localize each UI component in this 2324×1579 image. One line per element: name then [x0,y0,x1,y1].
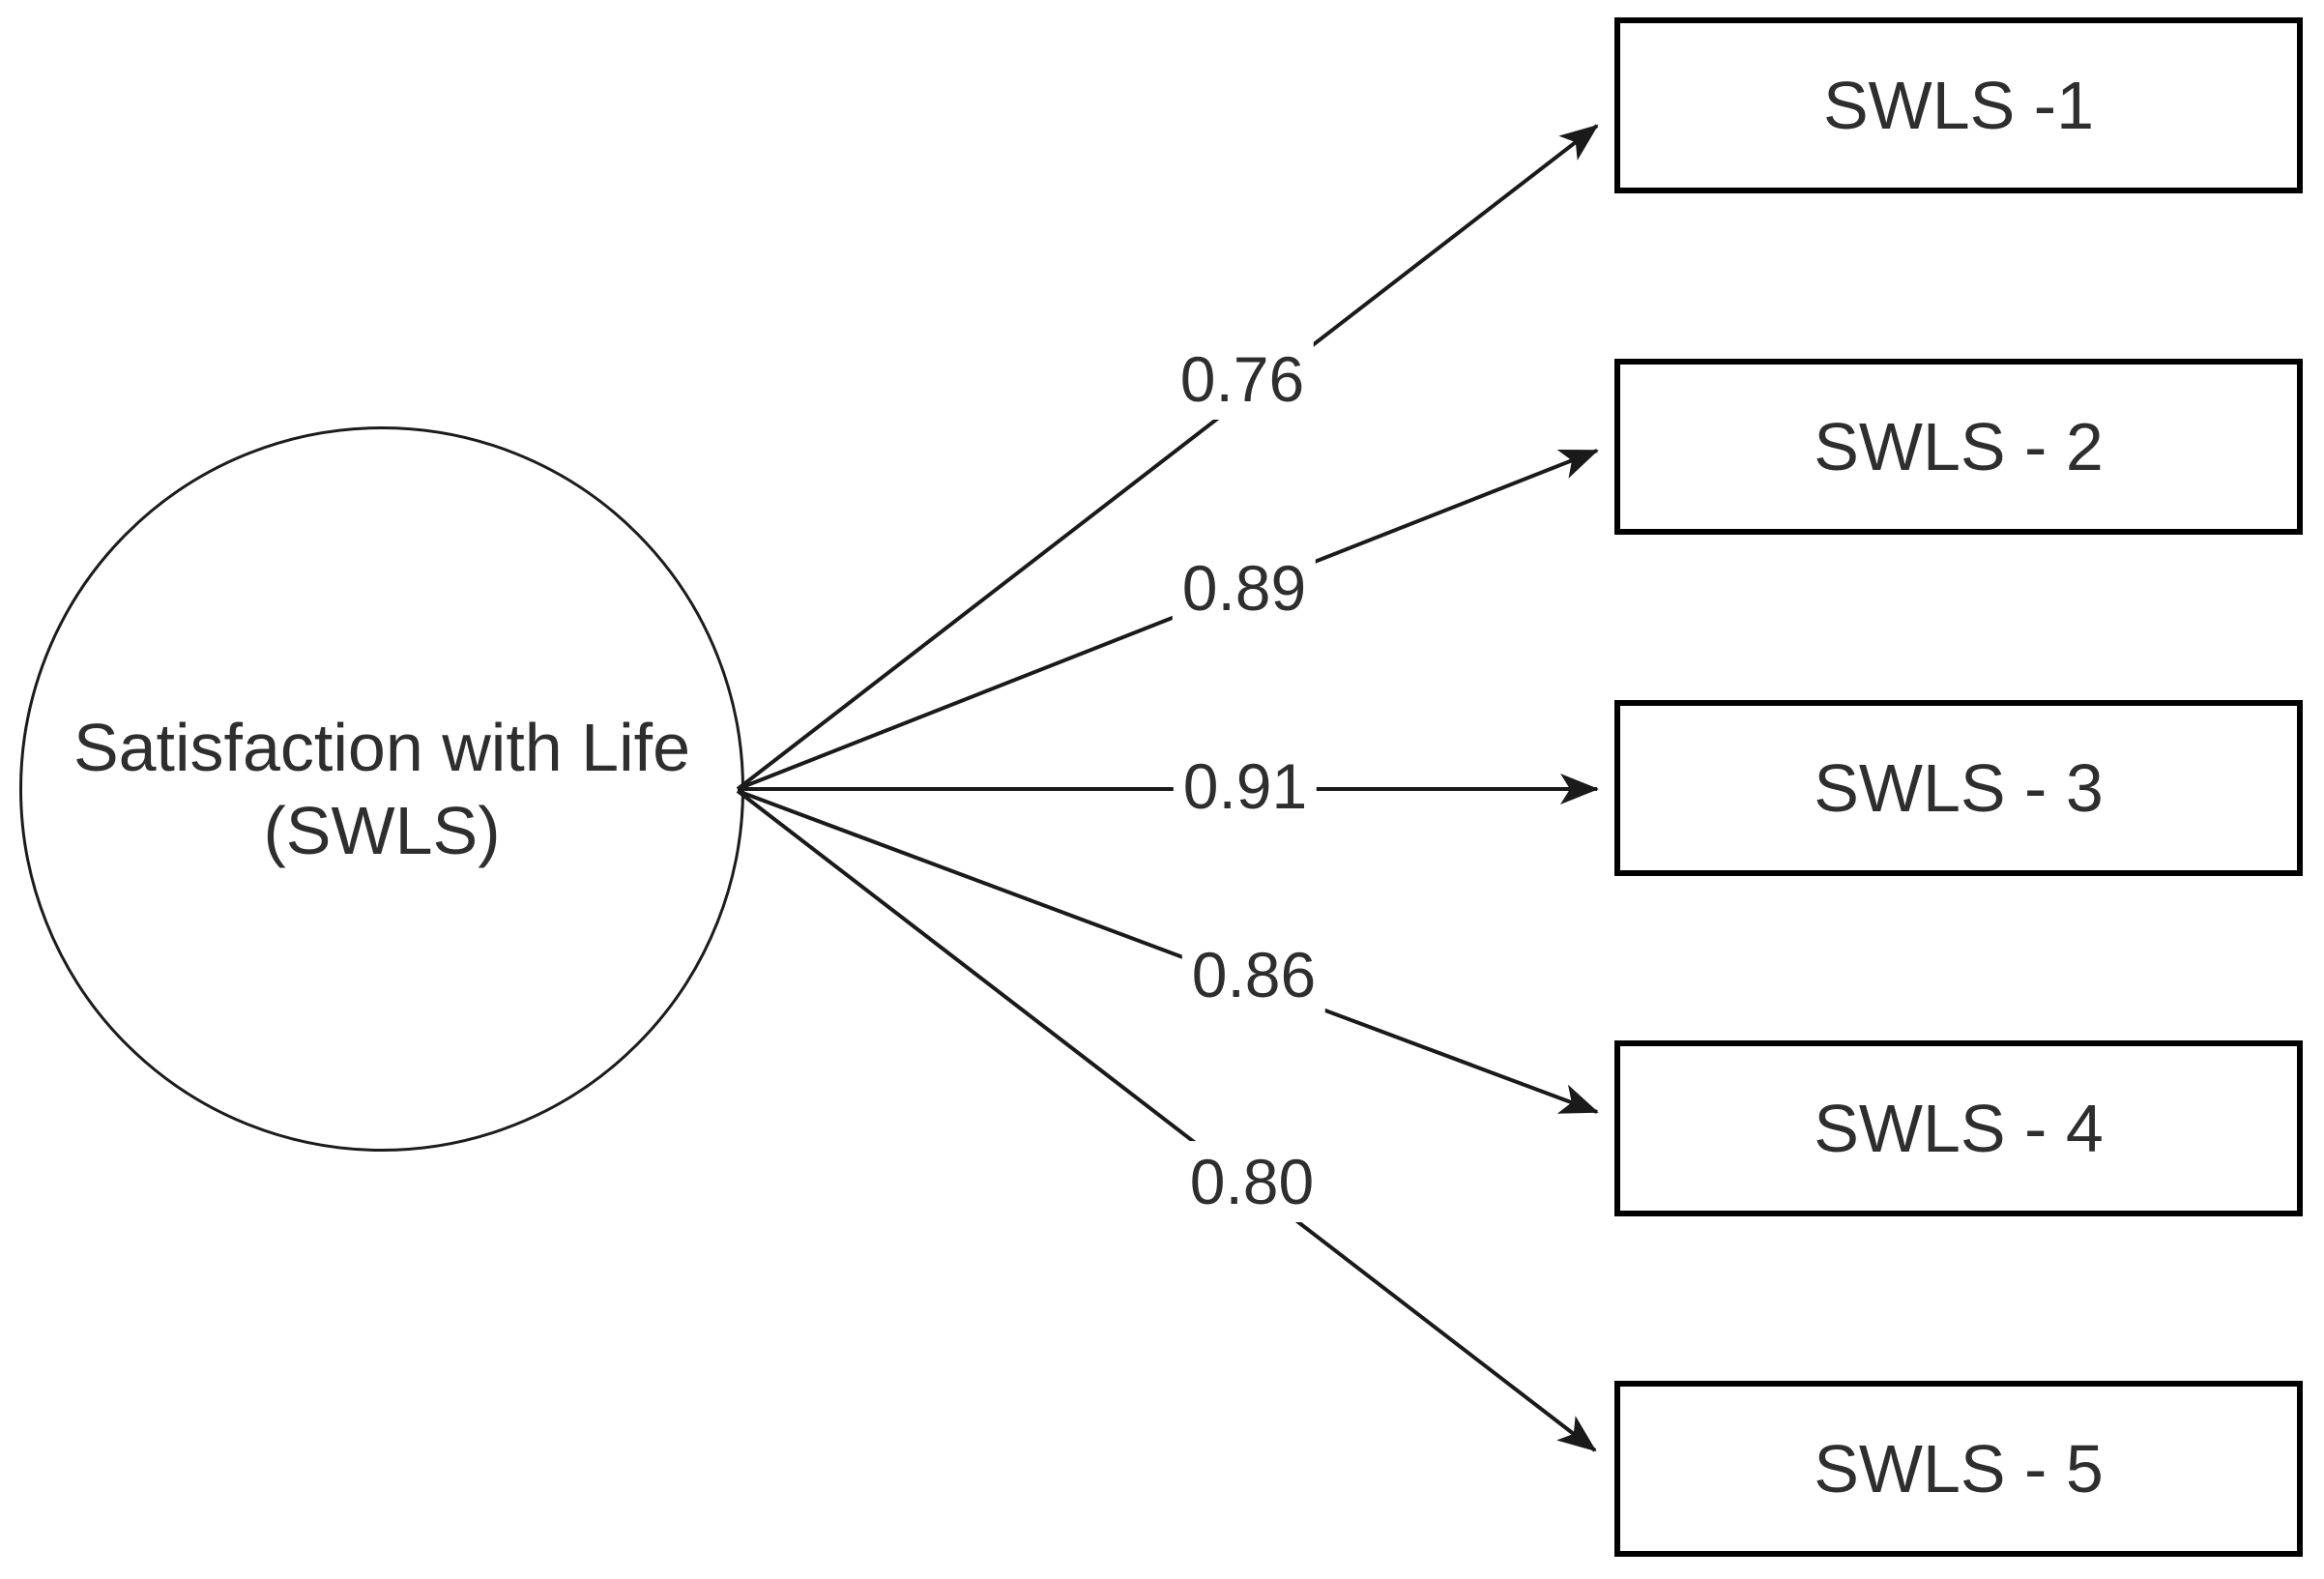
indicator-box-swls2: SWLS - 2 [1614,359,2303,535]
indicator-box-swls1: SWLS -1 [1614,17,2303,193]
arrow-latent-to-swls5 [736,789,1597,1452]
latent-variable-label-line2: (SWLS) [263,793,501,868]
latent-variable-circle: Satisfaction with Life (SWLS) [19,426,744,1152]
arrow-latent-to-swls2 [737,449,1599,791]
indicator-label-swls4: SWLS - 4 [1814,1091,2104,1166]
indicator-box-swls4: SWLS - 4 [1614,1040,2303,1216]
latent-variable-label-line1: Satisfaction with Life [73,710,691,785]
arrow-latent-to-swls1 [736,124,1599,791]
indicator-box-swls5: SWLS - 5 [1614,1381,2303,1557]
indicator-label-swls5: SWLS - 5 [1814,1431,2104,1506]
loading-value-swls1: 0.76 [1170,338,1315,420]
loading-value-swls4: 0.86 [1181,934,1326,1015]
indicator-box-swls3: SWLS - 3 [1614,700,2303,876]
arrow-latent-to-swls4 [737,789,1599,1114]
loading-value-swls5: 0.80 [1179,1141,1324,1222]
loading-value-swls2: 0.89 [1172,547,1317,629]
indicator-label-swls3: SWLS - 3 [1814,750,2104,826]
indicator-label-swls1: SWLS -1 [1822,68,2095,143]
loading-value-swls3: 0.91 [1173,746,1318,827]
indicator-label-swls2: SWLS - 2 [1814,409,2104,484]
